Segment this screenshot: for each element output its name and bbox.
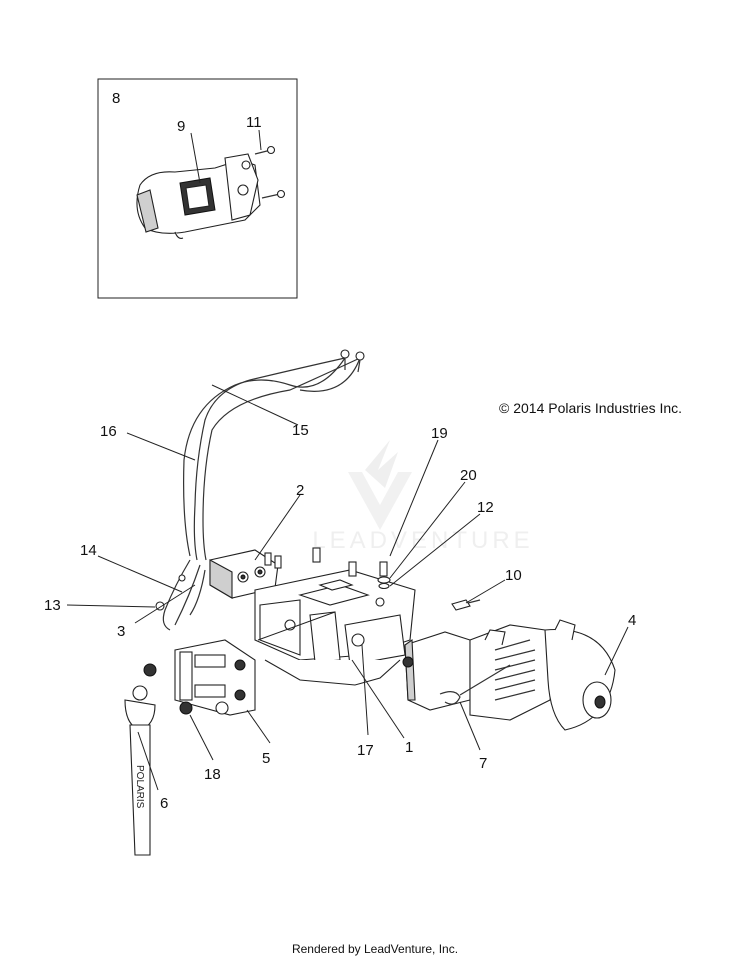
callout-9: 9 — [177, 118, 185, 135]
callout-8: 8 — [112, 90, 120, 107]
callout-labels: 8 9 11 15 16 2 14 13 3 19 20 12 10 4 5 1… — [44, 90, 636, 812]
watermark-text: LEADVENTURE — [312, 527, 533, 554]
callout-11: 11 — [246, 114, 262, 131]
copyright-notice: © 2014 Polaris Industries Inc. — [499, 400, 683, 416]
callout-10: 10 — [505, 567, 522, 584]
roller-fairlead — [143, 639, 256, 716]
callout-20: 20 — [460, 467, 477, 484]
leadventure-watermark: LEADVENTURE — [312, 440, 533, 554]
callout-5: 5 — [262, 750, 270, 767]
footer-credit: Rendered by LeadVenture, Inc. — [291, 942, 459, 956]
callout-7: 7 — [479, 755, 487, 772]
callout-1: 1 — [405, 739, 413, 756]
bolt-10 — [451, 599, 481, 611]
callout-15: 15 — [292, 422, 309, 439]
callout-16: 16 — [100, 423, 117, 440]
strap-text: POLARIS — [134, 765, 145, 809]
callout-4: 4 — [628, 612, 636, 629]
callout-12: 12 — [477, 499, 494, 516]
callout-3: 3 — [117, 623, 125, 640]
callout-18: 18 — [204, 766, 221, 783]
leader-lines — [66, 129, 629, 791]
callout-6: 6 — [160, 795, 168, 812]
wire-harness — [183, 349, 365, 561]
callout-19: 19 — [431, 425, 448, 442]
mounting-plate — [254, 547, 416, 686]
switch-assembly-inset — [136, 145, 286, 239]
inset-box — [97, 78, 298, 299]
short-cables — [155, 559, 206, 631]
callout-2: 2 — [296, 482, 304, 499]
callout-14: 14 — [80, 542, 97, 559]
callout-17: 17 — [357, 742, 374, 759]
hook-strap: POLARIS — [124, 685, 156, 856]
callout-13: 13 — [44, 597, 61, 614]
winch — [402, 619, 616, 731]
